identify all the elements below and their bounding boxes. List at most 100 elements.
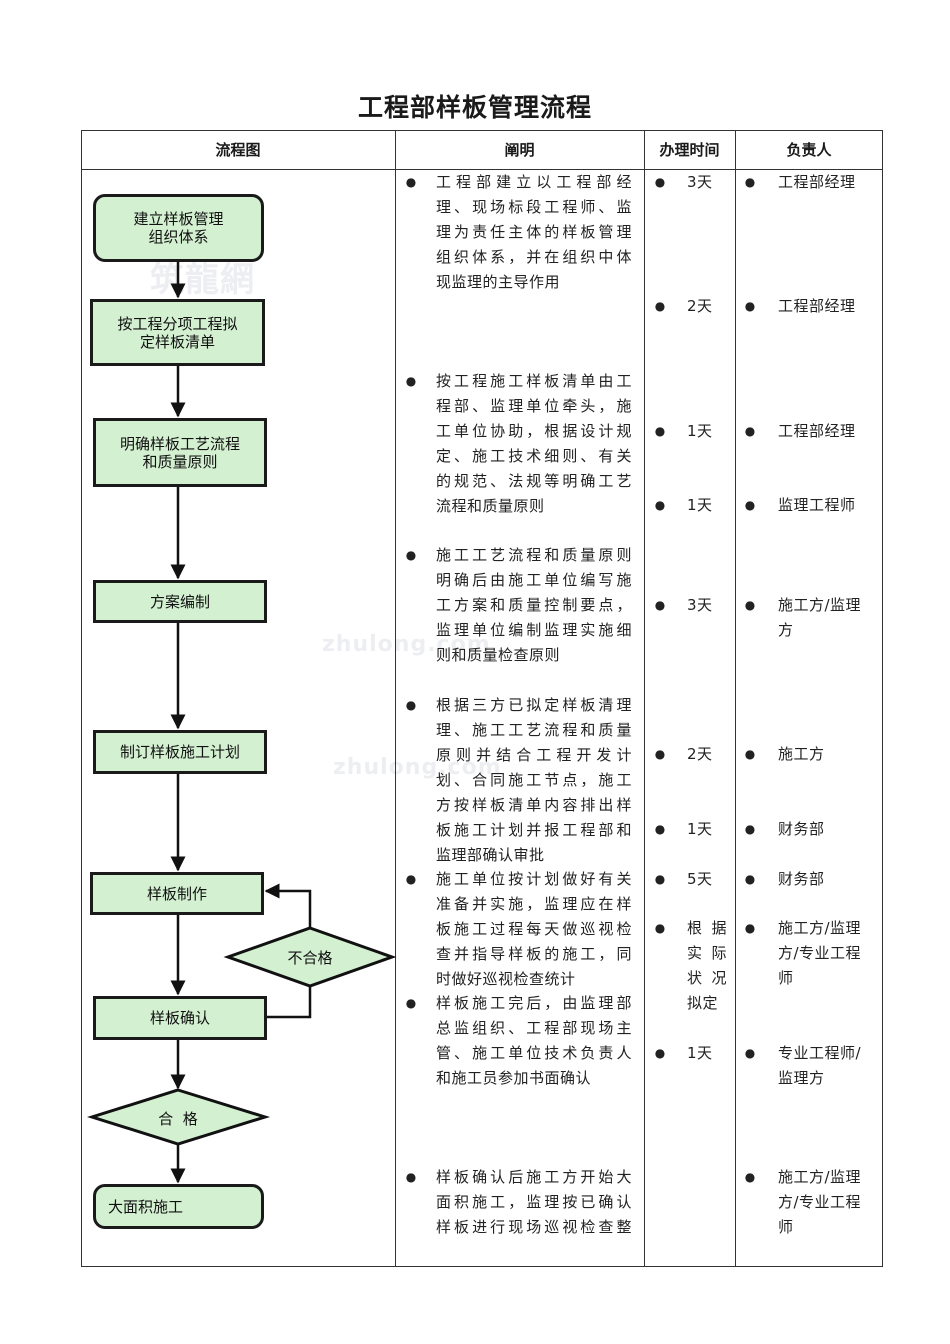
fail-diamond — [223, 926, 397, 988]
description-line: 板施工计划并报工程部和 — [436, 821, 632, 839]
fail-label: 不合格 — [287, 949, 333, 967]
time-value: 5天 — [687, 870, 713, 888]
description-line: 组织体系，并在组织中体 — [436, 248, 632, 266]
bullet-dot: ● — [744, 822, 756, 836]
description-line: 理、现场标段工程师、监 — [436, 198, 632, 216]
description-line: 则和质量检查原则 — [436, 646, 561, 664]
description-line: 板施工过程每天做巡视检 — [436, 920, 632, 938]
description-line: 面积施工，监理按已确认 — [436, 1193, 632, 1211]
step-label: 明确样板工艺流程 — [119, 434, 240, 453]
bullet-dot: ● — [744, 424, 756, 438]
description-line: 样板确认后施工方开始大 — [436, 1168, 632, 1186]
bullet-dot: ● — [744, 872, 756, 886]
time-value: 2天 — [687, 297, 713, 315]
column-divider — [395, 130, 396, 1267]
owner-value: 财务部 — [778, 820, 825, 838]
description-line: 工程部建立以工程部经 — [436, 173, 632, 191]
page-title: 工程部样板管理流程 — [357, 93, 592, 122]
description-line: 准备并实施，监理应在样 — [436, 895, 632, 913]
description-line: 总监组织、工程部现场主 — [436, 1019, 632, 1037]
bullet-dot: ● — [405, 548, 417, 562]
description-line: 按工程施工样板清单由工 — [436, 372, 632, 390]
time-value: 3天 — [687, 596, 713, 614]
time-value: 1天 — [687, 820, 713, 838]
step-label: 建立样板管理 — [133, 210, 224, 228]
time-value: 3天 — [687, 173, 713, 191]
bullet-dot: ● — [744, 921, 756, 935]
bullet-dot: ● — [654, 498, 666, 512]
owner-value: 师 — [778, 969, 794, 987]
step-label: 方案编制 — [149, 592, 210, 611]
bullet-dot: ● — [744, 175, 756, 189]
pass-diamond — [86, 1088, 271, 1146]
arrow-confirm-to-fail — [267, 985, 312, 1019]
owner-value: 监理工程师 — [778, 496, 856, 514]
step-label: 样板制作 — [146, 884, 207, 903]
description-line: 根据三方已拟定样板清理 — [436, 696, 632, 714]
description-line: 明确后由施工单位编写施 — [436, 571, 632, 589]
step-clarify-process: 明确样板工艺流程和质量原则 — [93, 418, 267, 487]
bullet-dot: ● — [654, 921, 666, 935]
bullet-dot: ● — [744, 1170, 756, 1184]
bullet-dot: ● — [405, 872, 417, 886]
description-line: 的规范、法规等明确工艺 — [436, 472, 632, 490]
header-owner: 负责人 — [786, 141, 832, 159]
watermark-logo: 筑龍網 — [150, 260, 255, 300]
description-line: 划、合同施工节点，施工 — [436, 771, 632, 789]
owner-value: 方 — [778, 621, 794, 639]
time-value: 拟定 — [687, 994, 719, 1012]
bullet-dot: ● — [654, 598, 666, 612]
description-line: 理、施工工艺流程和质量 — [436, 721, 632, 739]
column-divider — [735, 130, 736, 1267]
bullet-dot: ● — [654, 747, 666, 761]
description-line: 和施工员参加书面确认 — [436, 1069, 592, 1087]
step-label: 样板确认 — [149, 1009, 210, 1027]
description-line: 施工单位按计划做好有关 — [436, 870, 632, 888]
time-value: 2天 — [687, 745, 713, 763]
owner-value: 工程部经理 — [778, 297, 856, 315]
pass-label: 合 格 — [158, 1110, 198, 1128]
step-draft-list: 按工程分项工程拟定样板清单 — [90, 299, 265, 366]
description-line: 程部、监理单位牵头，施 — [436, 397, 632, 415]
time-value: 根 据 — [687, 919, 727, 937]
watermark-url-2: zhulong.com — [333, 755, 502, 780]
time-value: 1天 — [687, 422, 713, 440]
description-line: 样板施工完后，由监理部 — [436, 994, 632, 1012]
description-line: 管、施工单位技术负责人 — [436, 1044, 632, 1062]
column-divider — [644, 130, 645, 1267]
time-value: 1天 — [687, 1044, 713, 1062]
step-label: 组织体系 — [148, 228, 209, 246]
step-establish-system: 建立样板管理组织体系 — [93, 194, 264, 262]
description-line: 施工工艺流程和质量原则 — [436, 546, 632, 564]
owner-value: 施工方/监理 — [778, 919, 862, 937]
bullet-dot: ● — [405, 996, 417, 1010]
arrow-fail-to-make — [264, 883, 312, 927]
step-schedule: 制订样板施工计划 — [93, 730, 267, 774]
time-value: 状 况 — [687, 969, 727, 987]
owner-value: 施工方 — [778, 745, 825, 763]
bullet-dot: ● — [654, 424, 666, 438]
bullet-dot: ● — [405, 175, 417, 189]
bullet-dot: ● — [744, 598, 756, 612]
description-line: 方按样板清单内容排出样 — [436, 796, 632, 814]
description-line: 工单位协助，根据设计规 — [436, 422, 632, 440]
description-line: 查并指导样板的施工，同 — [436, 945, 632, 963]
bullet-dot: ● — [654, 299, 666, 313]
step-sample-making: 样板制作 — [90, 872, 264, 915]
owner-value: 施工方/监理 — [778, 1168, 862, 1186]
bullet-dot: ● — [654, 872, 666, 886]
description-line: 现监理的主导作用 — [436, 273, 561, 291]
step-label: 和质量原则 — [142, 452, 218, 471]
step-label: 按工程分项工程拟 — [117, 314, 238, 333]
owner-value: 方/专业工程 — [778, 1193, 862, 1211]
bullet-dot: ● — [654, 1046, 666, 1060]
owner-value: 专业工程师/ — [778, 1044, 862, 1062]
bullet-dot: ● — [744, 498, 756, 512]
header-time: 办理时间 — [659, 141, 720, 159]
description-line: 定、施工技术细则、有关 — [436, 447, 632, 465]
header-description: 阐明 — [504, 141, 535, 159]
bullet-dot: ● — [405, 1170, 417, 1184]
bullet-dot: ● — [744, 299, 756, 313]
step-sample-confirm: 样板确认 — [93, 996, 267, 1040]
